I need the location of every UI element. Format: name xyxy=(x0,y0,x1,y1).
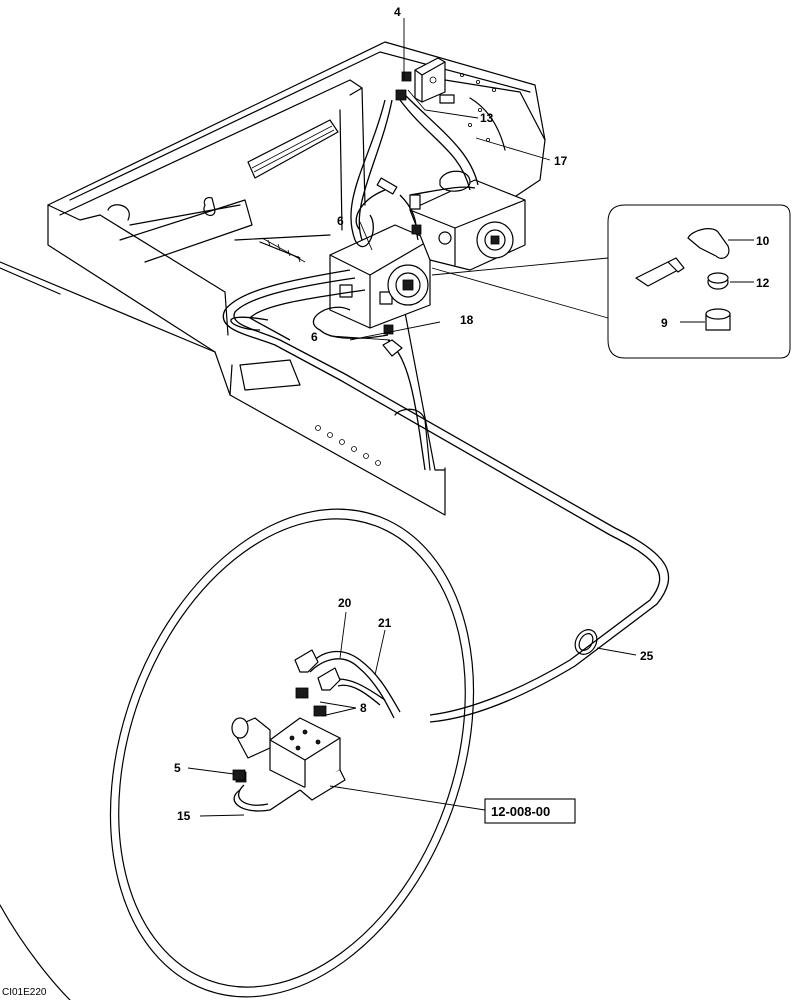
label-12: 12 xyxy=(756,276,770,290)
label-21: 21 xyxy=(378,616,392,630)
lower-manifold xyxy=(231,649,346,801)
motor-valve-assembly xyxy=(329,57,526,329)
reference-code: 12-008-00 xyxy=(491,804,550,819)
drum xyxy=(0,261,475,1000)
label-25: 25 xyxy=(640,649,654,663)
reference-box: 12-008-00 xyxy=(484,798,576,824)
label-15: 15 xyxy=(177,809,191,823)
detail-callout xyxy=(431,204,791,359)
label-10: 10 xyxy=(756,234,770,248)
drawing-code: CI01E220 xyxy=(2,987,47,998)
leader-lines xyxy=(187,18,754,817)
label-4: 4 xyxy=(394,5,401,19)
part-labels: 4 13 17 6 18 6 10 12 9 20 21 25 8 5 15 xyxy=(174,5,770,823)
label-8: 8 xyxy=(360,701,367,715)
label-9: 9 xyxy=(661,316,668,330)
label-20: 20 xyxy=(338,596,352,610)
fittings xyxy=(232,71,455,781)
label-6-lower: 6 xyxy=(311,330,318,344)
lower-hoses xyxy=(233,650,401,812)
main-hose-loop xyxy=(222,269,670,723)
label-6-upper: 6 xyxy=(337,214,344,228)
frame xyxy=(47,41,546,516)
label-18: 18 xyxy=(460,313,474,327)
label-13: 13 xyxy=(480,111,494,125)
label-5: 5 xyxy=(174,761,181,775)
label-17: 17 xyxy=(554,154,568,168)
